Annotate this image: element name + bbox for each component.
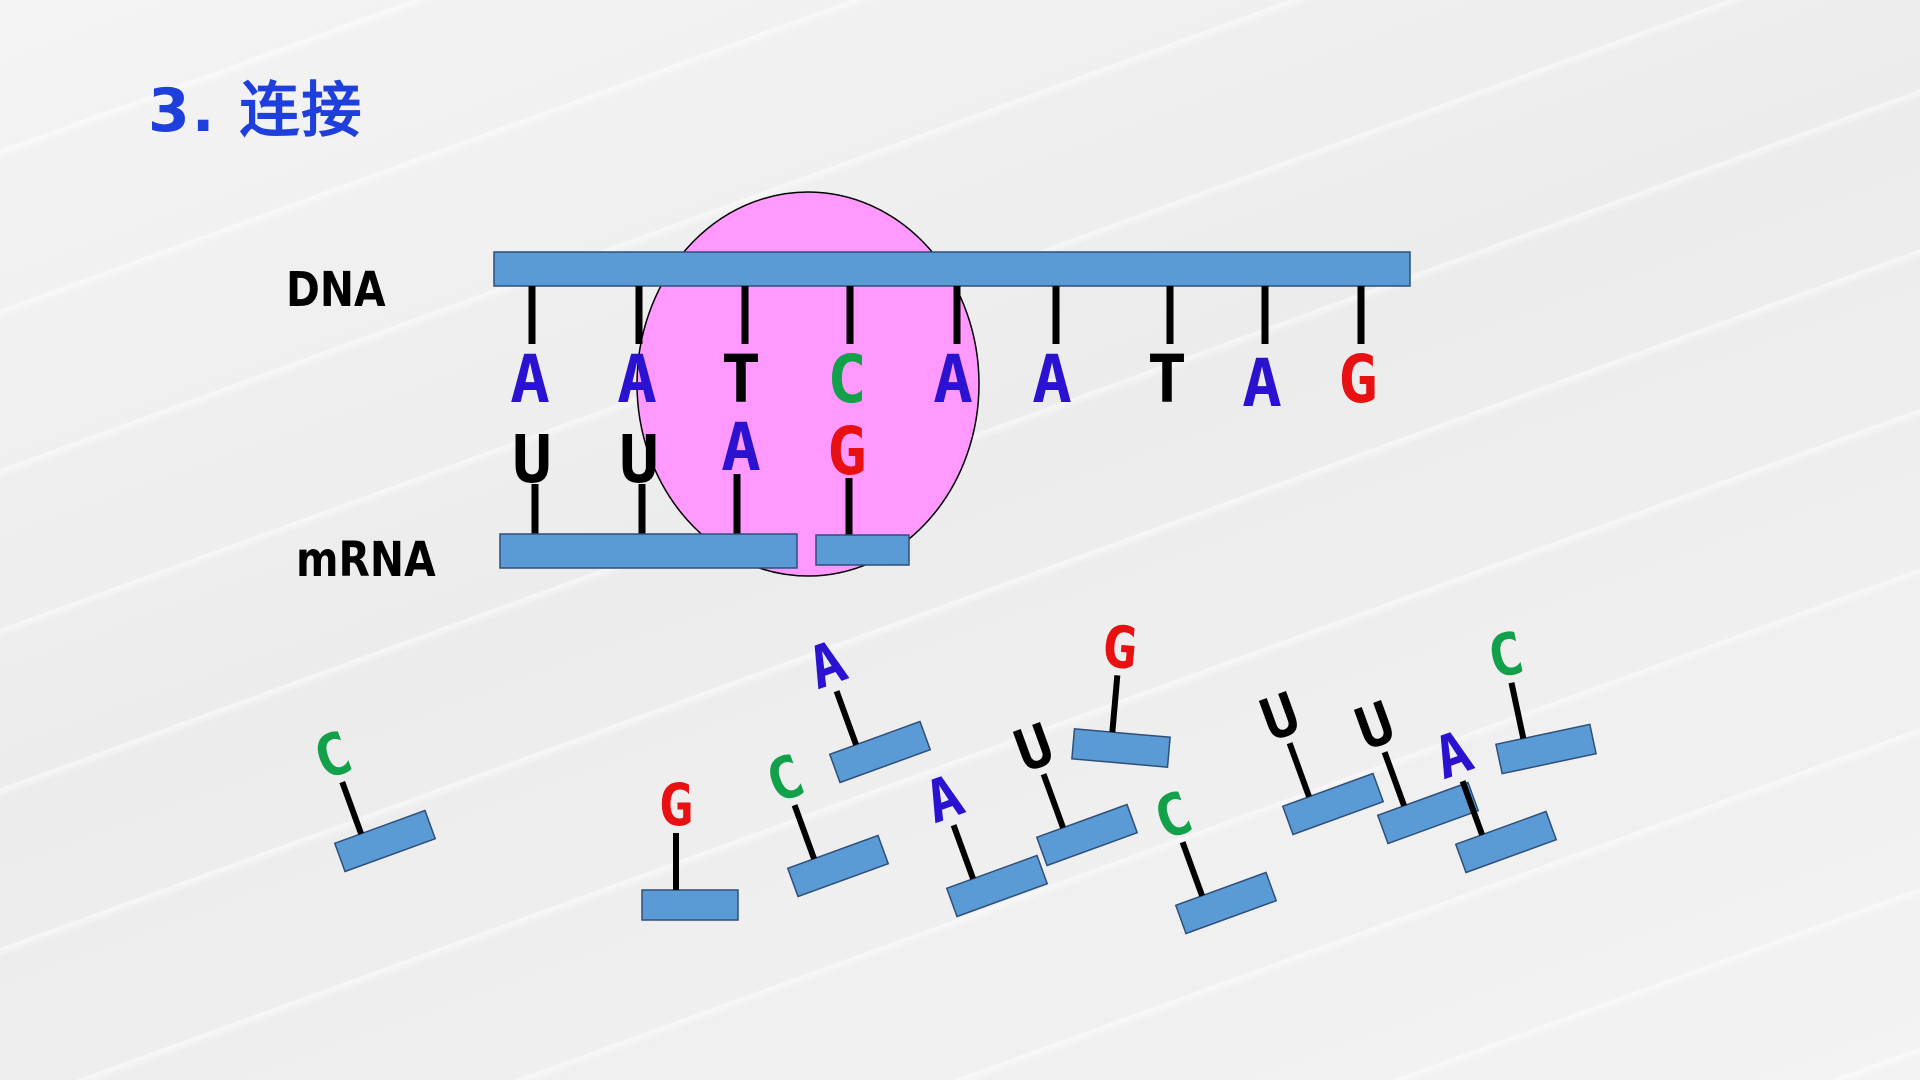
svg-text:G: G: [1099, 612, 1140, 683]
dna-base: C: [827, 341, 867, 418]
rna-polymerase: [636, 191, 980, 577]
dna-base: T: [721, 341, 761, 418]
svg-text:U: U: [1006, 710, 1062, 786]
dna-base: A: [617, 341, 657, 418]
dna-base: A: [510, 341, 550, 418]
svg-text:A: A: [916, 761, 972, 837]
free-nucleotide: G: [1071, 612, 1171, 768]
free-nucleotide: C: [1481, 618, 1597, 775]
mrna-strand: [499, 533, 798, 569]
slide-title: 3. 连接: [148, 76, 364, 146]
svg-text:C: C: [305, 718, 361, 794]
dna-base: T: [1147, 341, 1187, 418]
free-nucleotide: C: [305, 718, 437, 873]
mrna-strand-new-segment: [815, 534, 910, 566]
mrna-base: G: [827, 413, 867, 490]
free-nucleotide: G: [641, 771, 739, 921]
svg-text:A: A: [799, 627, 855, 703]
svg-text:G: G: [659, 771, 694, 839]
free-nucleotide: C: [1145, 778, 1278, 935]
dna-base: A: [1032, 341, 1072, 418]
mrna-base: A: [721, 409, 761, 486]
dna-base: A: [1242, 345, 1282, 422]
svg-text:U: U: [1252, 679, 1308, 755]
svg-text:A: A: [1425, 717, 1481, 793]
free-nucleotide: A: [1425, 717, 1558, 874]
free-nucleotide: A: [799, 627, 932, 784]
dna-base: G: [1338, 341, 1378, 418]
mrna-label: mRNA: [296, 532, 436, 588]
svg-text:C: C: [757, 741, 813, 817]
svg-text:U: U: [1347, 688, 1403, 764]
free-nucleotide: U: [1252, 679, 1385, 836]
svg-text:C: C: [1481, 618, 1529, 692]
dna-base: A: [933, 341, 973, 418]
dna-label: DNA: [286, 262, 386, 318]
dna-strand: [493, 251, 1411, 287]
svg-text:C: C: [1145, 778, 1201, 854]
